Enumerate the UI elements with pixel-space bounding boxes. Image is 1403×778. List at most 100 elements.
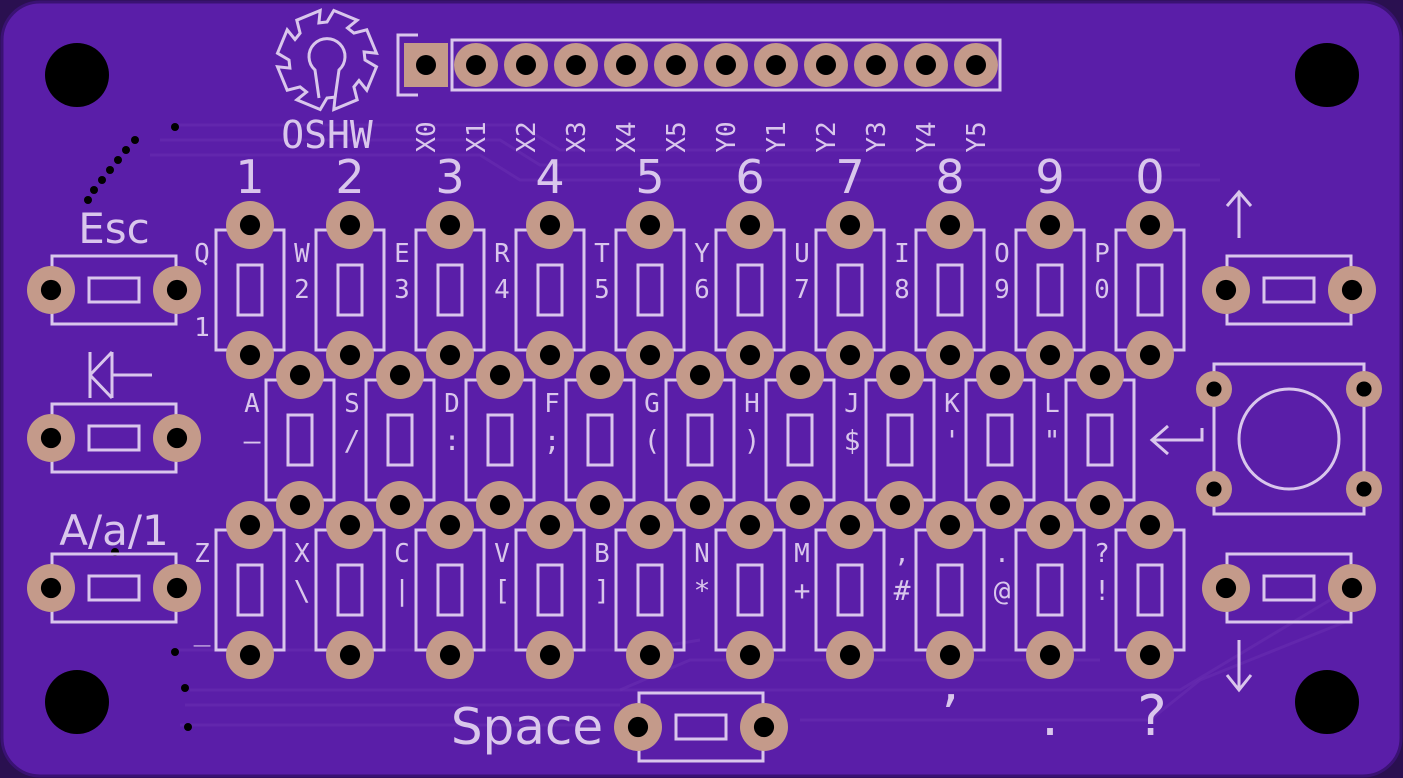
key-alt-label: 6 <box>694 275 710 305</box>
key-label: M <box>794 539 810 569</box>
key-label: D <box>444 389 460 419</box>
key-f[interactable] <box>564 351 636 529</box>
key-alt-label: " <box>1044 424 1061 457</box>
switch-pad <box>426 331 474 379</box>
key-e[interactable] <box>414 201 486 379</box>
backspace-key[interactable] <box>27 402 201 474</box>
switch-pad <box>626 631 674 679</box>
key-h[interactable] <box>764 351 836 529</box>
header-pin-label: Y2 <box>812 121 842 152</box>
key-alt-label: $ <box>844 424 861 457</box>
switch-pad <box>626 201 674 249</box>
key-v[interactable] <box>514 501 586 679</box>
header-pin-x1[interactable]: X1 <box>454 43 498 153</box>
oshw-label: OSHW <box>281 113 373 157</box>
bottom-punctuation: ’.? <box>941 684 1167 749</box>
mounting-hole-top-right <box>1295 43 1359 107</box>
switch-pad <box>826 501 874 549</box>
key-question[interactable] <box>1114 501 1186 679</box>
key-label: J <box>844 389 860 419</box>
key-period[interactable] <box>1014 501 1086 679</box>
key-i[interactable] <box>914 201 986 379</box>
key-x[interactable] <box>314 501 386 679</box>
esc-key[interactable] <box>27 254 201 326</box>
switch-pad <box>976 481 1024 529</box>
switch-pad <box>1026 331 1074 379</box>
key-m[interactable] <box>814 501 886 679</box>
key-g[interactable] <box>664 351 736 529</box>
header-pin-y5[interactable]: Y5 <box>954 43 998 153</box>
number-label-5: 5 <box>635 150 664 204</box>
key-label: R <box>494 239 510 269</box>
switch-pad <box>226 331 274 379</box>
header-pin-label: Y5 <box>962 121 992 152</box>
header-pin-x2[interactable]: X2 <box>504 43 548 153</box>
key-label: A <box>244 389 260 419</box>
key-c[interactable] <box>414 501 486 679</box>
header-pin-x3[interactable]: X3 <box>554 43 598 153</box>
header-pin-label: Y1 <box>762 121 792 152</box>
header-pin-x4[interactable]: X4 <box>604 43 648 153</box>
key-b[interactable] <box>614 501 686 679</box>
header-pin-y2[interactable]: Y2 <box>804 43 848 153</box>
switch-pad <box>726 631 774 679</box>
switch-pad <box>826 201 874 249</box>
key-alt-label: ] <box>594 574 611 607</box>
up-key[interactable] <box>1202 254 1376 326</box>
key-s[interactable] <box>364 351 436 529</box>
key-label: V <box>494 539 510 569</box>
switch-pad <box>526 631 574 679</box>
key-label: T <box>594 239 610 269</box>
header-pin-y1[interactable]: Y1 <box>754 43 798 153</box>
key-label: N <box>694 539 710 569</box>
key-j[interactable] <box>864 351 936 529</box>
key-label: W <box>294 239 310 269</box>
switch-pad <box>626 501 674 549</box>
via-dots <box>84 123 192 731</box>
key-a[interactable] <box>264 351 336 529</box>
switch-pad <box>1202 564 1250 612</box>
switch-pad <box>1126 631 1174 679</box>
key-alt-label: 8 <box>894 275 910 305</box>
button-pad <box>1196 471 1232 507</box>
header-pin-x0[interactable]: X0 <box>404 43 448 153</box>
header-pin-x5[interactable]: X5 <box>654 43 698 153</box>
header-pin-y0[interactable]: Y0 <box>704 43 748 153</box>
header-pin-label: Y0 <box>712 121 742 152</box>
key-o[interactable] <box>1014 201 1086 379</box>
key-alt-label: 9 <box>994 275 1010 305</box>
key-q[interactable] <box>214 201 286 379</box>
switch-pad <box>526 201 574 249</box>
header-pin-label: X0 <box>412 121 442 152</box>
number-label-2: 2 <box>335 150 364 204</box>
header-pin-y4[interactable]: Y4 <box>904 43 948 153</box>
number-label-1: 1 <box>235 150 264 204</box>
key-label: Y <box>694 239 710 269</box>
key-label: , <box>894 539 910 569</box>
key-comma[interactable] <box>914 501 986 679</box>
arrow-up-icon <box>1225 189 1253 238</box>
switch-pad <box>226 631 274 679</box>
switch-pad <box>876 351 924 399</box>
key-w[interactable] <box>314 201 386 379</box>
key-label: Q <box>194 239 210 269</box>
enter-button[interactable] <box>1196 362 1382 516</box>
key-d[interactable] <box>464 351 536 529</box>
switch-pad <box>476 351 524 399</box>
key-l[interactable] <box>1064 351 1136 529</box>
key-label: F <box>544 389 560 419</box>
key-n[interactable] <box>714 501 786 679</box>
down-key[interactable] <box>1202 552 1376 624</box>
key-y[interactable] <box>714 201 786 379</box>
key-p[interactable] <box>1114 201 1186 379</box>
shift-key[interactable] <box>27 552 201 624</box>
switch-pad <box>676 351 724 399</box>
key-z[interactable] <box>214 501 286 679</box>
key-r[interactable] <box>514 201 586 379</box>
key-t[interactable] <box>614 201 686 379</box>
header-pin-y3[interactable]: Y3 <box>854 43 898 153</box>
key-k[interactable] <box>964 351 1036 529</box>
space-key[interactable] <box>614 691 788 763</box>
key-u[interactable] <box>814 201 886 379</box>
